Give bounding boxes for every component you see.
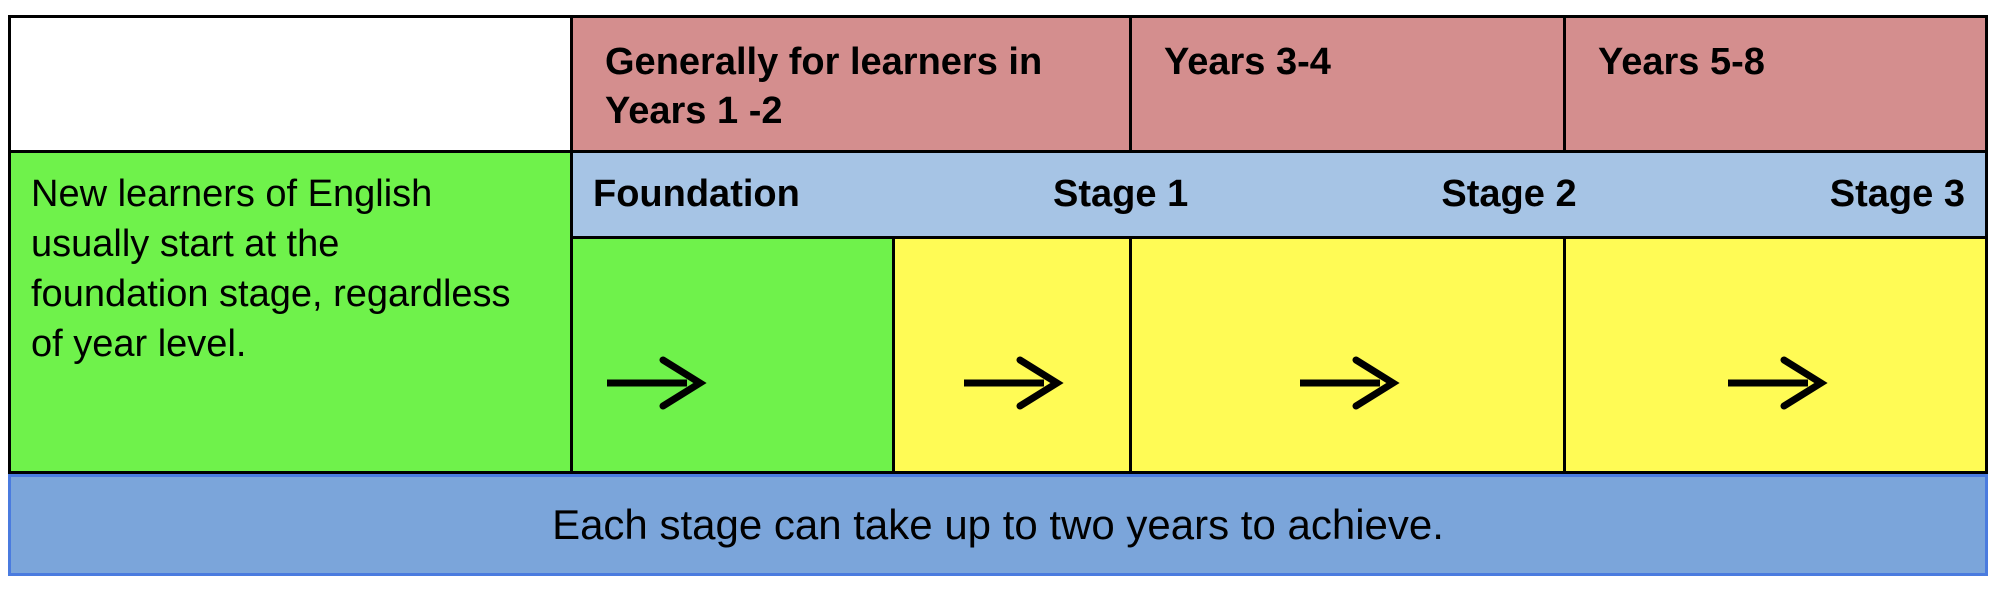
right-arrow-icon <box>607 356 707 410</box>
stage-band: Foundation Stage 1 Stage 2 Stage 3 <box>573 153 1985 239</box>
right-arrow-icon <box>964 356 1064 410</box>
header-years-3-4: Years 3-4 <box>1132 18 1566 153</box>
note-new-learners: New learners of English usually start at… <box>11 153 573 471</box>
stage-label-3: Stage 3 <box>1829 173 1965 215</box>
arrow-cell-stage-2 <box>1132 239 1566 471</box>
right-arrow-icon <box>1299 356 1400 410</box>
arrow-cell-stage-3 <box>1566 239 1985 471</box>
right-arrow-icon <box>1727 356 1828 410</box>
header-years-1-2: Generally for learners in Years 1 -2 <box>573 18 1132 153</box>
footer-text: Each stage can take up to two years to a… <box>552 501 1444 548</box>
footer-bar: Each stage can take up to two years to a… <box>8 474 1988 576</box>
arrow-cell-foundation <box>573 239 895 471</box>
stages-table: Generally for learners in Years 1 -2 Yea… <box>8 15 1988 474</box>
stage-label-1: Stage 1 <box>1053 173 1189 215</box>
header-years-5-8: Years 5-8 <box>1566 18 1985 153</box>
stage-label-foundation: Foundation <box>593 173 800 215</box>
stage-label-2: Stage 2 <box>1441 173 1577 215</box>
empty-corner-cell <box>11 18 573 153</box>
arrow-cell-stage-1 <box>895 239 1132 471</box>
